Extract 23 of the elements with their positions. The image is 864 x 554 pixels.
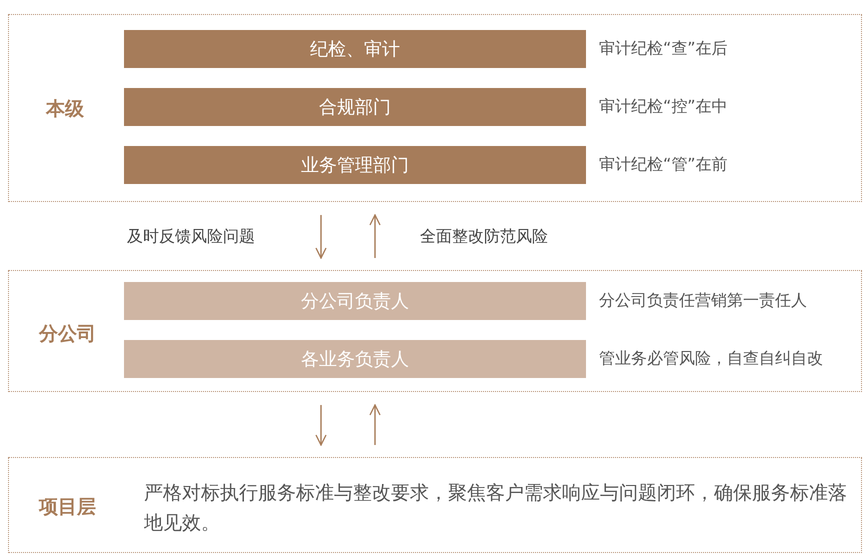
- duty-note: 审计纪检“管”在前: [599, 154, 728, 176]
- edge-label: 全面整改防范风险: [420, 226, 548, 247]
- section-heading: 分公司: [39, 322, 96, 347]
- duty-note: 分公司负责任营销第一责任人: [599, 290, 807, 312]
- description-text: 严格对标执行服务标准与整改要求，聚焦客户需求响应与问题闭环，确保服务标准落地见效。: [144, 481, 848, 536]
- arrow: [369, 404, 381, 445]
- section-band: [8, 457, 862, 553]
- duty-note: 管业务必管风险，自查自纠自改: [599, 348, 823, 370]
- section-band: [8, 270, 862, 392]
- bar-label: 合规部门: [318, 96, 392, 119]
- arrow: [315, 405, 327, 446]
- section-heading: 本级: [46, 97, 84, 122]
- arrow: [315, 215, 327, 259]
- duty-note: 审计纪检“控”在中: [599, 96, 728, 118]
- bar-label: 分公司负责人: [300, 290, 410, 313]
- bar-label: 各业务负责人: [300, 348, 410, 371]
- section-heading: 项目层: [39, 495, 96, 520]
- bar-label: 业务管理部门: [300, 154, 410, 177]
- arrow: [369, 214, 381, 258]
- section-band: [8, 14, 862, 202]
- edge-label: 及时反馈风险问题: [127, 226, 255, 247]
- duty-note: 审计纪检“查”在后: [599, 38, 728, 60]
- bar-label: 纪检、审计: [309, 38, 401, 61]
